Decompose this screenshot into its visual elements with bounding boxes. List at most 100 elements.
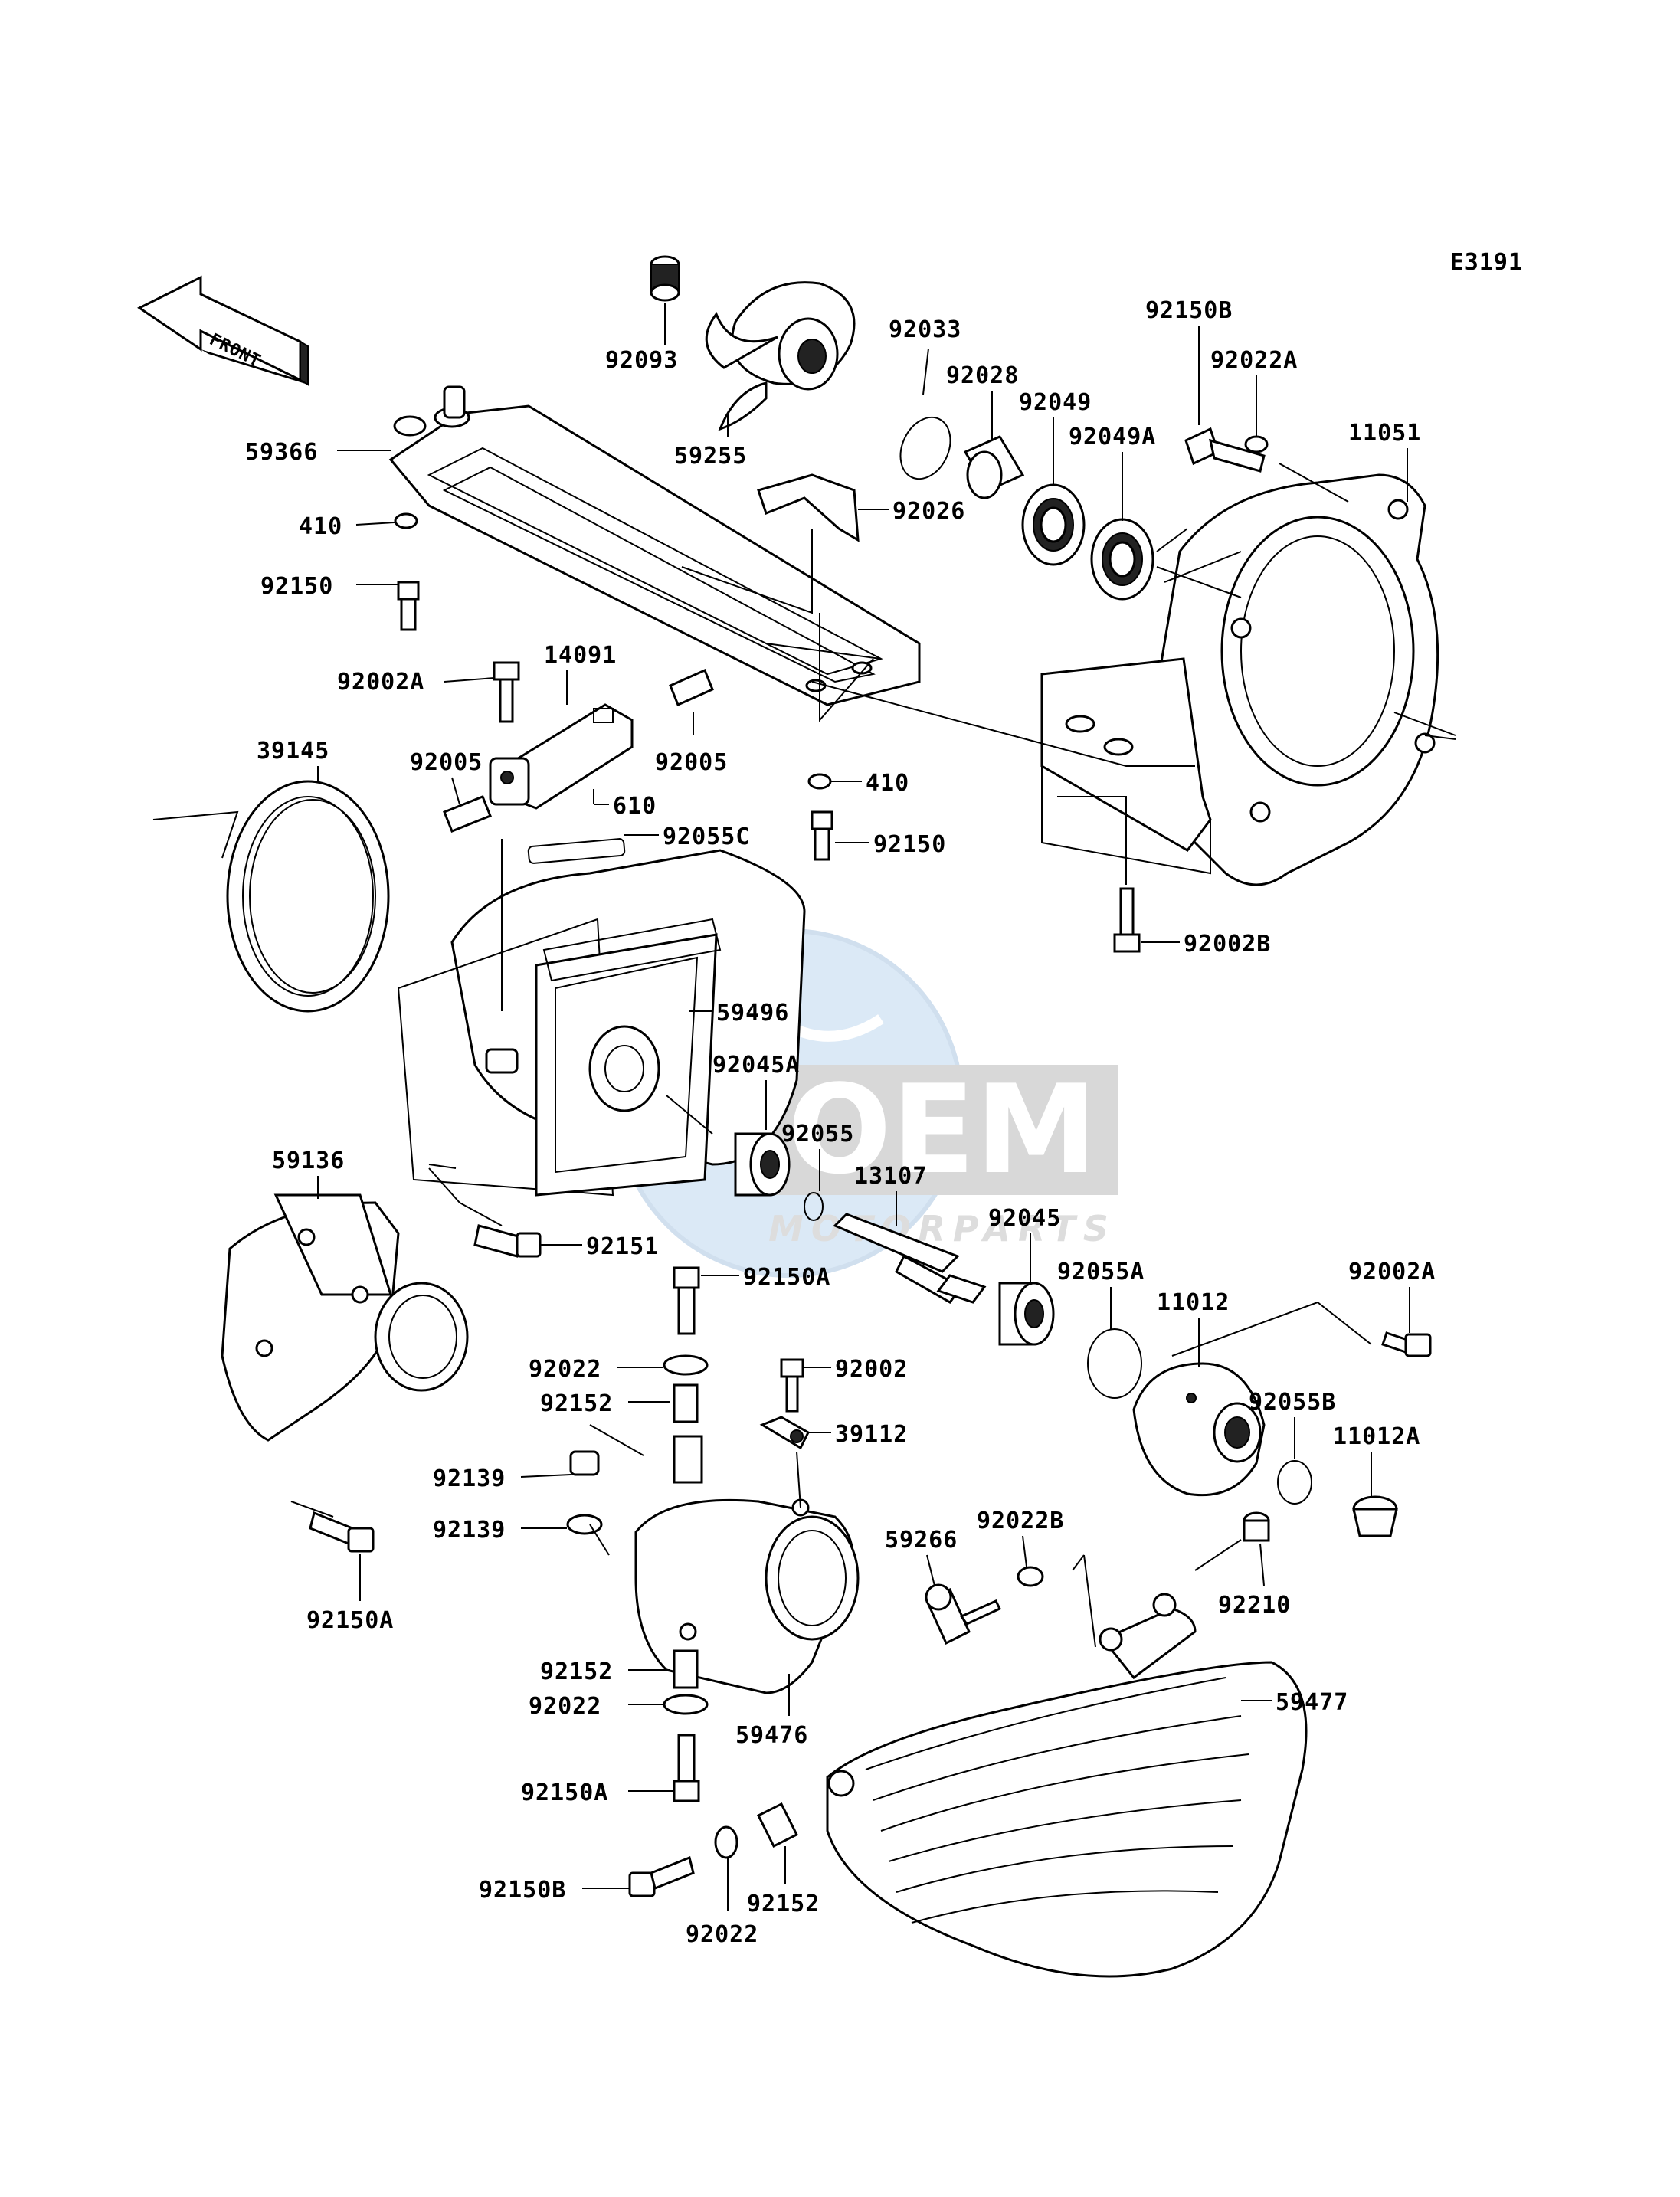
part-label-92049a: 92049A — [1069, 424, 1156, 450]
watermark-logo-text: OEM — [788, 1058, 1098, 1201]
bolt-92151-part — [473, 1224, 542, 1258]
part-label-92026: 92026 — [892, 498, 965, 525]
bearing-92045-part — [998, 1282, 1055, 1346]
part-label-14091: 14091 — [544, 642, 617, 669]
part-label-92022-bottom: 92022 — [686, 1921, 758, 1948]
cap-92093-part — [650, 255, 680, 302]
part-label-11012a: 11012A — [1333, 1423, 1420, 1450]
bolt-92150b-bottom-part — [628, 1855, 695, 1897]
bolt-92002a-top-part — [493, 661, 520, 723]
part-label-92022a: 92022A — [1210, 347, 1298, 374]
part-labels: 92093 59255 92033 92028 92049 92049A 921… — [245, 297, 1436, 1948]
part-label-92139-a: 92139 — [433, 1465, 506, 1492]
o-ring-92055b-part — [1277, 1460, 1312, 1505]
part-label-92033: 92033 — [889, 316, 961, 343]
part-label-59266: 59266 — [885, 1527, 958, 1554]
bolt-92150-top-part — [397, 581, 420, 631]
o-ring-92055-part — [804, 1192, 824, 1221]
part-label-11012: 11012 — [1157, 1289, 1230, 1316]
part-label-92150b-top: 92150B — [1145, 297, 1233, 324]
part-label-92002: 92002 — [835, 1356, 908, 1383]
leader-lines — [317, 303, 1410, 1911]
part-label-92022-upper: 92022 — [529, 1356, 601, 1383]
bolt-92150b-top-part — [1184, 427, 1266, 473]
part-label-92022-lower: 92022 — [529, 1693, 601, 1720]
steering-nozzle-part — [634, 1435, 860, 1694]
part-label-92150a-left: 92150A — [306, 1607, 394, 1634]
part-label-92152-bottom: 92152 — [747, 1891, 820, 1917]
washer-92022b-part — [1017, 1566, 1044, 1587]
plug-11012a-part — [1352, 1495, 1398, 1537]
part-label-92055a: 92055A — [1057, 1259, 1145, 1285]
bolt-92002a-right-part — [1381, 1331, 1432, 1357]
washer-410-mid-part — [807, 773, 832, 790]
bolt-92210-part — [1243, 1511, 1270, 1542]
part-label-92022b: 92022B — [977, 1508, 1064, 1534]
bolt-92150-mid-part — [811, 810, 833, 861]
part-label-92049: 92049 — [1019, 389, 1092, 416]
bolt-92002b-part — [1113, 887, 1141, 953]
bolt-92002-part — [780, 1358, 804, 1413]
washer-410-top-part — [394, 512, 418, 529]
front-arrow-icon: FRONT — [137, 275, 309, 386]
circlip-part — [899, 416, 951, 480]
seal-92049a-part — [1090, 518, 1154, 601]
watermark-subtitle: MOTORPARTS — [768, 1208, 1116, 1249]
part-label-410-top: 410 — [299, 513, 342, 540]
diagram-code: E3191 — [1450, 249, 1523, 276]
part-label-59477: 59477 — [1276, 1689, 1348, 1716]
pump-cap-11012-part — [1132, 1362, 1266, 1497]
reference-lines — [152, 463, 1456, 1648]
bushing-92139-a-part — [569, 1450, 600, 1476]
pump-outlet-part — [221, 1193, 469, 1442]
part-label-92150a-bottom: 92150A — [521, 1780, 608, 1806]
o-ring-92055c-part — [527, 838, 626, 864]
part-label-92150a-mid: 92150A — [743, 1264, 830, 1291]
bolt-92150a-mid-part — [673, 1266, 700, 1335]
part-label-13107: 13107 — [854, 1163, 927, 1190]
part-label-92152-lower: 92152 — [540, 1658, 613, 1685]
part-label-59476: 59476 — [735, 1722, 808, 1749]
shaft-part — [833, 1213, 987, 1304]
part-label-92002a-right: 92002A — [1348, 1259, 1436, 1285]
o-ring-92055a-part — [1087, 1328, 1142, 1399]
part-label-59136: 59136 — [272, 1148, 345, 1174]
part-label-92150b-bottom: 92150B — [479, 1877, 566, 1904]
cable-59266-part — [925, 1583, 1002, 1645]
reverse-bucket-part — [826, 1593, 1308, 1978]
bushing-92139-b-part — [566, 1514, 603, 1535]
impeller-part — [705, 281, 856, 431]
part-label-59255: 59255 — [674, 443, 747, 470]
lever-39112-part — [759, 1416, 810, 1450]
part-label-92005-right: 92005 — [655, 749, 728, 776]
part-label-92152-upper: 92152 — [540, 1390, 613, 1417]
part-label-92055c: 92055C — [663, 823, 750, 850]
wear-ring-part — [226, 780, 390, 1013]
pump-bowl-part — [397, 849, 806, 1197]
part-label-410-mid: 410 — [866, 770, 909, 797]
collar-92152-lower-part — [673, 1649, 699, 1689]
part-label-92045a: 92045A — [712, 1052, 800, 1079]
collar-92152-upper-part — [673, 1383, 699, 1423]
steering-holder-part — [489, 703, 634, 810]
part-label-92210: 92210 — [1218, 1592, 1291, 1619]
washer-92022-upper-part — [663, 1354, 709, 1376]
plate-92026-part — [757, 473, 860, 542]
fitting-92005-left-part — [443, 795, 492, 833]
part-label-39112: 39112 — [835, 1421, 908, 1448]
part-label-92045: 92045 — [988, 1205, 1061, 1232]
sleeve-part — [963, 435, 1025, 499]
part-label-92055b: 92055B — [1249, 1389, 1336, 1416]
washer-92022-bottom-part — [714, 1825, 738, 1859]
pump-case-11051-part — [1040, 473, 1439, 886]
washer-92022a-part — [1244, 435, 1269, 453]
bolt-92150a-bottom-part — [673, 1734, 700, 1802]
bearing-92045a-part — [734, 1132, 791, 1197]
part-label-92151: 92151 — [586, 1233, 659, 1260]
part-label-92150-mid: 92150 — [873, 831, 946, 858]
part-label-59366: 59366 — [245, 439, 318, 466]
seal-92049-part — [1021, 483, 1086, 566]
part-label-92002b: 92002B — [1184, 931, 1271, 958]
part-label-610: 610 — [613, 793, 657, 820]
